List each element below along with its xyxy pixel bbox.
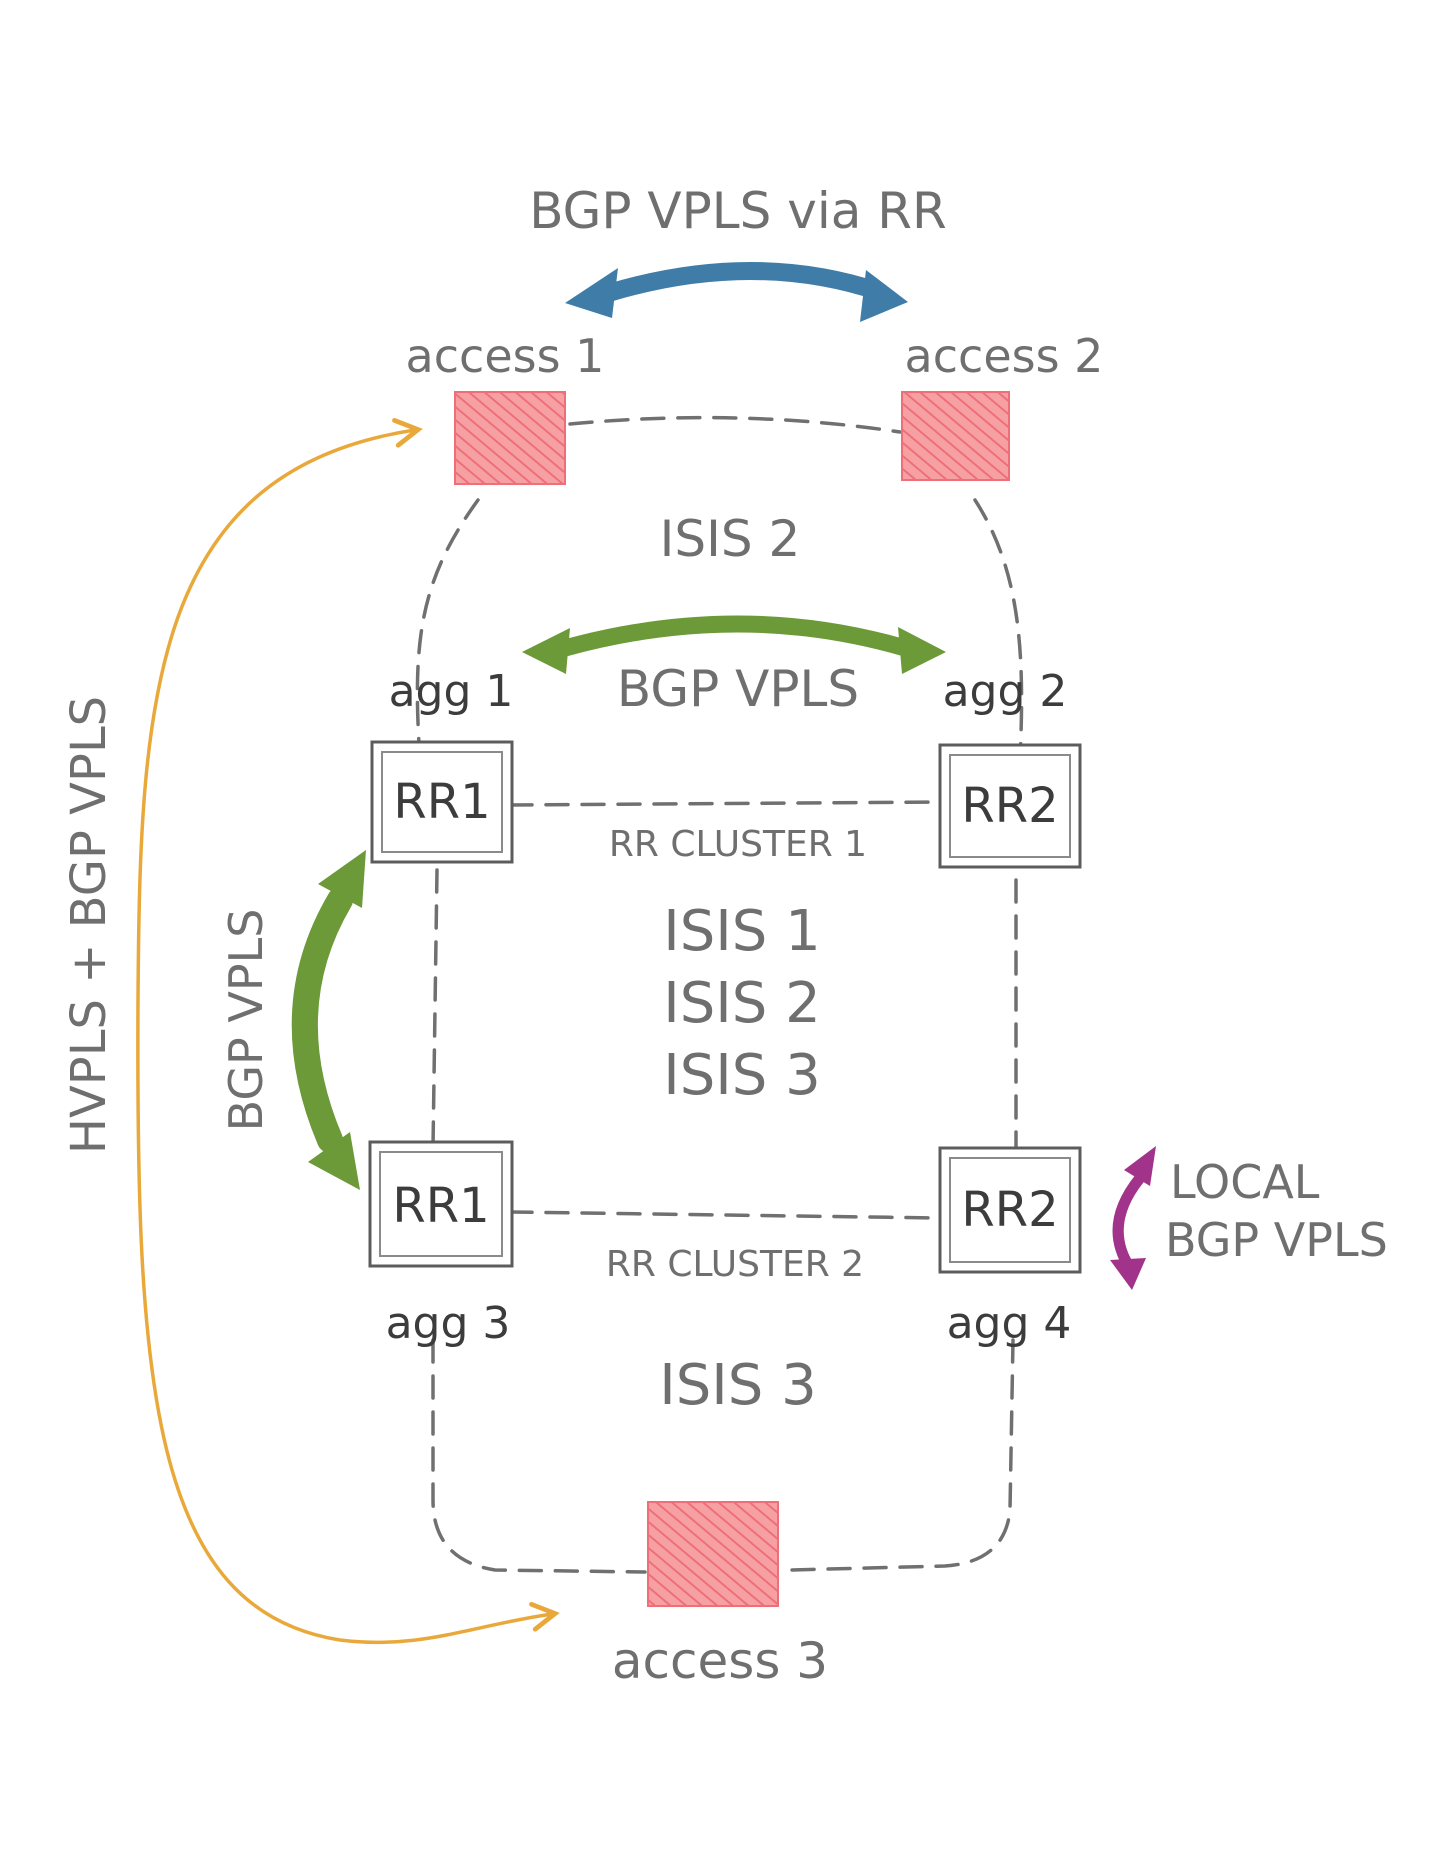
access-1-label: access 1	[406, 329, 605, 383]
isis-center-line-2: ISIS 2	[663, 971, 821, 1036]
link-access1-access2	[568, 415, 902, 434]
agg-4-label: agg 4	[947, 1298, 1072, 1349]
left-arrow-label: BGP VPLS	[219, 909, 273, 1132]
link-rr1-rr2-cluster2	[508, 1210, 942, 1220]
link-access2-agg2	[973, 498, 1024, 762]
agg-3-label: agg 3	[386, 1298, 511, 1349]
access-3-label: access 3	[612, 1632, 828, 1690]
top-arrow-label: BGP VPLS via RR	[529, 182, 947, 240]
rr-node-bottom-right: RR2	[938, 1146, 1082, 1274]
link-rr1-rr2-cluster1	[508, 800, 942, 807]
link-agg1-agg3	[431, 868, 439, 1150]
link-access1-agg1	[415, 498, 480, 762]
access-1-node	[454, 391, 566, 485]
orange-long-arrow	[136, 418, 560, 1645]
rr-label-bottom-left: RR1	[392, 1178, 489, 1234]
rr-cluster-1-label: RR CLUSTER 1	[609, 824, 867, 865]
agg-1-label: agg 1	[389, 666, 514, 717]
green-double-arrow-vertical	[291, 850, 366, 1190]
agg-2-label: agg 2	[943, 666, 1068, 717]
access-2-node	[901, 391, 1010, 481]
isis-top-label: ISIS 2	[660, 510, 801, 568]
link-agg3-access3	[431, 1338, 647, 1574]
rr-label-top-left: RR1	[393, 774, 490, 830]
access-3-node	[647, 1501, 779, 1607]
rr-label-top-right: RR2	[961, 778, 1058, 834]
rr-cluster-2-label: RR CLUSTER 2	[606, 1244, 864, 1285]
access-2-label: access 2	[905, 329, 1104, 383]
local-label-line-2: BGP VPLS	[1165, 1213, 1388, 1267]
rr-node-top-left: RR1	[370, 740, 514, 864]
side-label: HVPLS + BGP VPLS	[61, 696, 117, 1154]
isis-center-line-1: ISIS 1	[663, 899, 821, 964]
blue-double-arrow	[565, 262, 908, 322]
isis-bottom-label: ISIS 3	[659, 1353, 817, 1418]
local-label-line-1: LOCAL	[1170, 1155, 1320, 1209]
link-agg4-access3	[788, 1338, 1015, 1572]
rr-node-bottom-left: RR1	[368, 1140, 514, 1268]
isis-center-line-3: ISIS 3	[663, 1043, 821, 1108]
text-labels: BGP VPLS via RR access 1 access 2 access…	[61, 182, 1388, 1690]
agg-arrow-label: BGP VPLS	[617, 660, 859, 718]
purple-local-arrow	[1110, 1146, 1156, 1290]
rr-label-bottom-right: RR2	[961, 1182, 1058, 1238]
rr-node-top-right: RR2	[938, 743, 1082, 869]
